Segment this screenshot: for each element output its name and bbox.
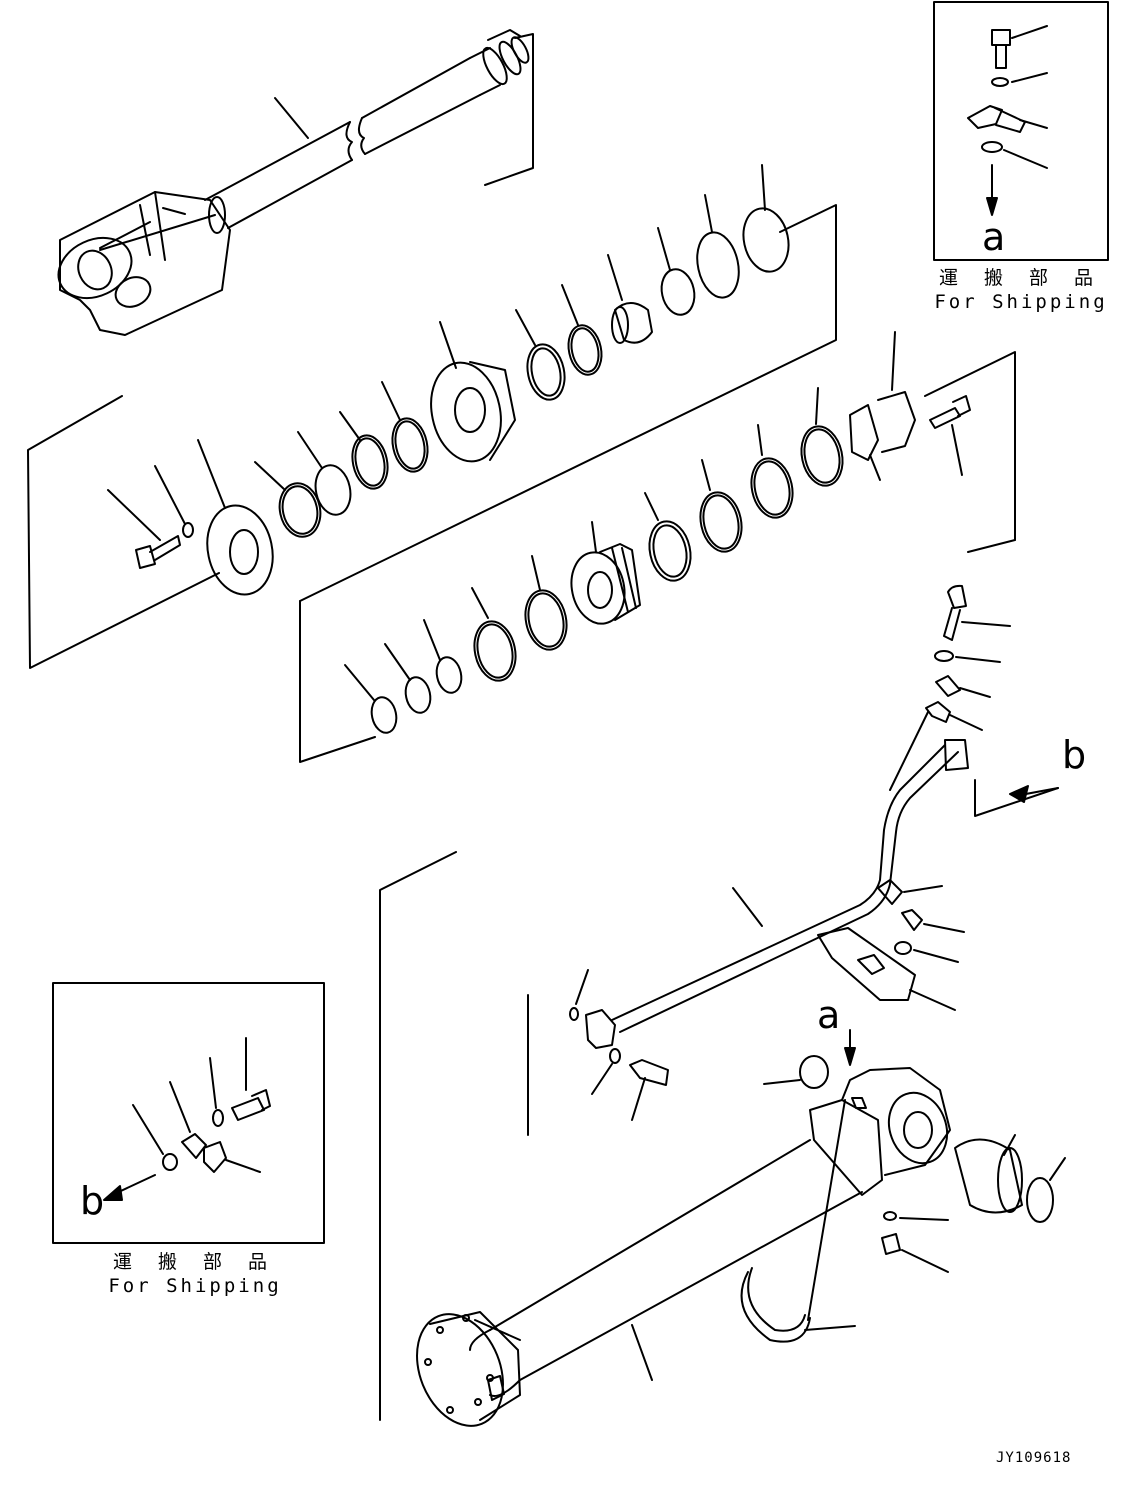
upper-group-parts [107,164,790,596]
inset-bottom-label-en: For Shipping [108,1275,282,1297]
inset-bottom-label-jp: 運 搬 部 品 [112,1251,278,1273]
inset-top-box [933,1,1109,261]
inset-bottom-shipping-label: 運 搬 部 品 For Shipping [100,1250,290,1298]
callout-b: b [1062,733,1087,777]
inset-top-label-en: For Shipping [934,291,1108,313]
inset-top-shipping-label: 運 搬 部 品 For Shipping [934,266,1108,314]
inset-top-label-jp: 運 搬 部 品 [938,267,1104,289]
rod-frame-line [162,33,534,215]
piston-rod [57,29,530,336]
upper-seal-group-frame [27,204,837,763]
inset-bottom-box [52,982,325,1244]
inset-bottom-letter: b [80,1179,105,1223]
inset-top-letter: a [982,215,1006,259]
piston-group-frame [924,351,1016,553]
pipe-assembly [569,584,1059,1121]
piston-group-parts [344,331,971,734]
drawing-code: JY109618 [996,1450,1072,1466]
cylinder-tube [379,851,1066,1427]
callout-a: a [817,993,841,1037]
